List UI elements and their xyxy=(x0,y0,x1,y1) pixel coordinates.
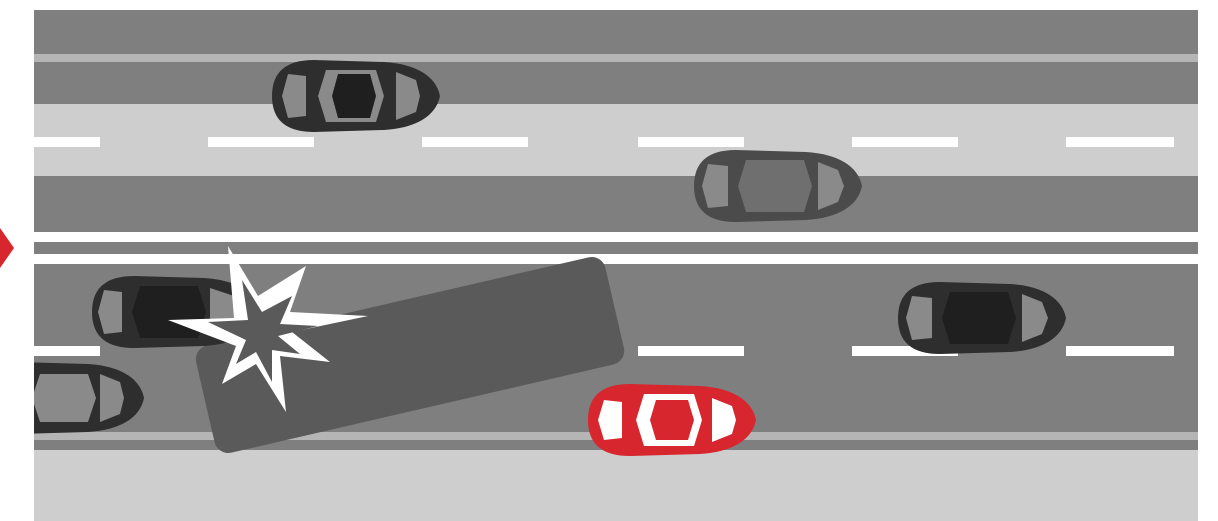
road-stripe xyxy=(34,54,1198,62)
car-top-right xyxy=(694,150,862,222)
car-red xyxy=(588,384,756,456)
road-band xyxy=(34,62,1198,104)
car-bottom-right xyxy=(898,282,1066,354)
arrow-right-icon xyxy=(0,228,14,268)
median-line xyxy=(34,232,1198,242)
median-stripe xyxy=(34,242,1198,254)
upper-roadway xyxy=(34,10,1198,232)
left-margin-cover xyxy=(0,350,34,450)
road-band xyxy=(34,10,1198,56)
car-top-left xyxy=(272,60,440,132)
median-line xyxy=(34,254,1198,264)
road-shoulder xyxy=(34,450,1198,521)
road-band xyxy=(34,176,1198,232)
